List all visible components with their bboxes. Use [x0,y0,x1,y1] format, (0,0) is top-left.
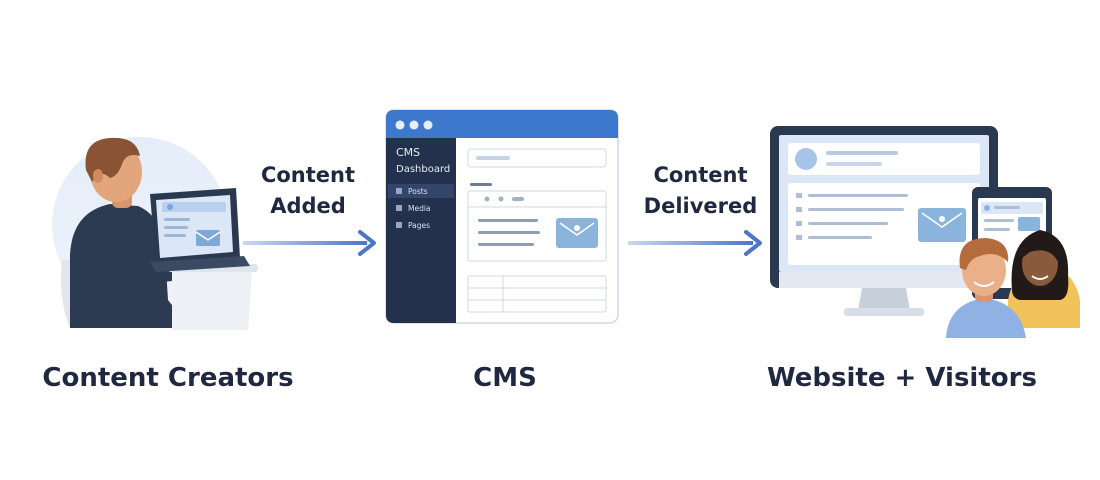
cms-sidebar-item-pages: Pages [408,221,430,230]
creator-ear [93,169,103,183]
edge-label-line: Content [260,163,356,187]
cms-table-panel [467,275,607,313]
sidebar-item-bullet-icon [396,188,402,194]
node-label-website-visitors: Website + Visitors [767,363,1037,393]
desktop-monitor [770,126,998,316]
cms-media-thumbnail [556,218,598,248]
window-titlebar [386,110,618,138]
cms-search-field [467,148,607,168]
cms-heading-bar [470,183,492,186]
cms-sidebar-subtitle: Dashboard [396,164,450,175]
edge-label-content-delivered: Content Delivered [628,160,773,222]
sidebar-item-bullet-icon [396,222,402,228]
cms-sidebar-item-media: Media [408,204,431,213]
visitor-man [946,238,1026,338]
visitor-woman [1008,230,1080,328]
cms-sidebar-title: CMS [396,146,420,159]
arrow-content-added [243,230,376,256]
content-creator-illustration [52,137,258,330]
edge-label-line: Added [270,194,346,218]
sidebar-active-highlight [388,184,454,198]
edge-label-line: Delivered [643,194,758,218]
window-dot-close [395,120,405,130]
laptop [150,188,250,272]
edge-label-content-added: Content Added [243,160,373,222]
node-label-content-creators: Content Creators [42,363,294,393]
window-dot-minimize [409,120,419,130]
node-label-cms: CMS [473,363,537,393]
arrow-content-delivered [628,230,762,256]
window-dot-maximize [423,120,433,130]
sidebar-item-bullet-icon [396,205,402,211]
desk [172,270,252,330]
edge-label-line: Content [653,163,748,187]
cms-sidebar-item-posts: Posts [408,187,428,196]
